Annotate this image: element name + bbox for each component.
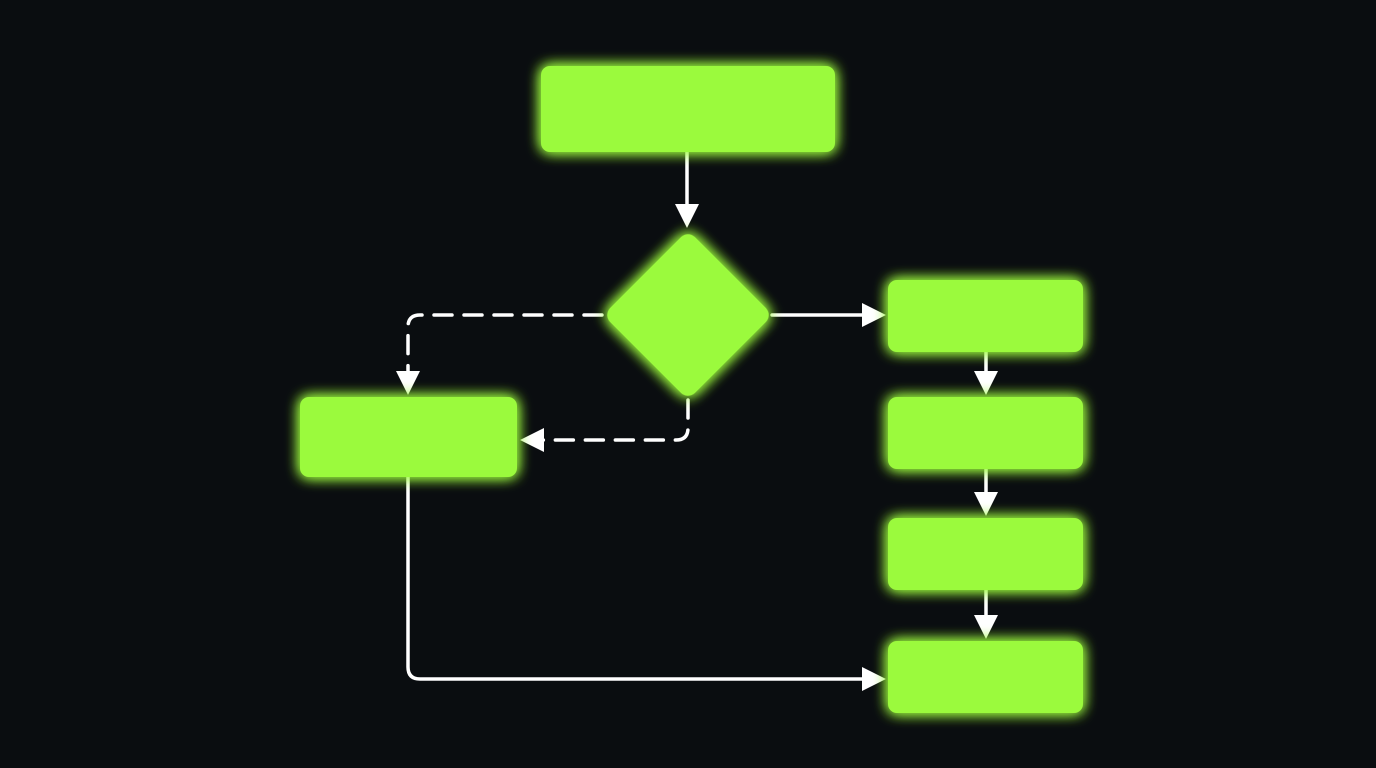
arrowhead-icon: [862, 667, 886, 691]
node-r4[interactable]: [888, 641, 1083, 713]
arrowhead-icon: [520, 428, 544, 452]
node-start[interactable]: [541, 66, 835, 152]
node-r3[interactable]: [888, 518, 1083, 590]
arrowhead-icon: [974, 615, 998, 639]
node-decision[interactable]: [603, 230, 773, 400]
edge-decision-to-left-dashed-2: [538, 398, 690, 442]
node-r1[interactable]: [888, 280, 1083, 352]
arrowhead-icon: [396, 371, 420, 395]
edge-decision-to-left-dashed-1: [406, 313, 604, 374]
edge-left-to-r4: [406, 475, 868, 681]
arrowhead-icon: [675, 204, 699, 228]
node-left[interactable]: [300, 397, 517, 477]
arrowhead-icon: [862, 303, 886, 327]
arrowhead-icon: [974, 492, 998, 516]
arrowhead-icon: [974, 371, 998, 395]
node-r2[interactable]: [888, 397, 1083, 469]
